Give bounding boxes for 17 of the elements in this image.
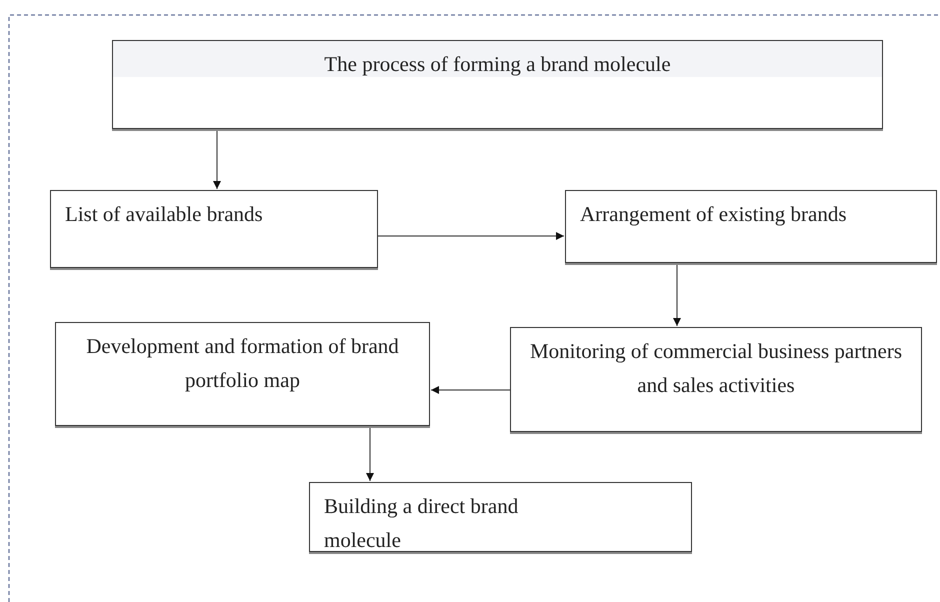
process-box: [112, 40, 883, 129]
arrow: [430, 386, 510, 394]
arrow: [378, 232, 564, 240]
process-box: [55, 322, 430, 426]
box-text: Building a direct brand molecule: [323, 493, 520, 554]
box-text: List of available brands: [64, 201, 264, 228]
box-text: Monitoring of commercial business partners and sales activities: [528, 338, 904, 399]
arrow: [673, 262, 681, 326]
process-box: [565, 190, 937, 263]
process-box: [309, 482, 692, 552]
box-text: Development and formation of brand portfolio map: [85, 333, 400, 394]
arrow: [366, 426, 374, 482]
box-text: The process of forming a brand molecule: [323, 51, 672, 78]
process-box: [50, 190, 378, 268]
box-text: Arrangement of existing brands: [579, 201, 848, 228]
arrow: [213, 128, 221, 190]
process-box: [510, 327, 922, 432]
